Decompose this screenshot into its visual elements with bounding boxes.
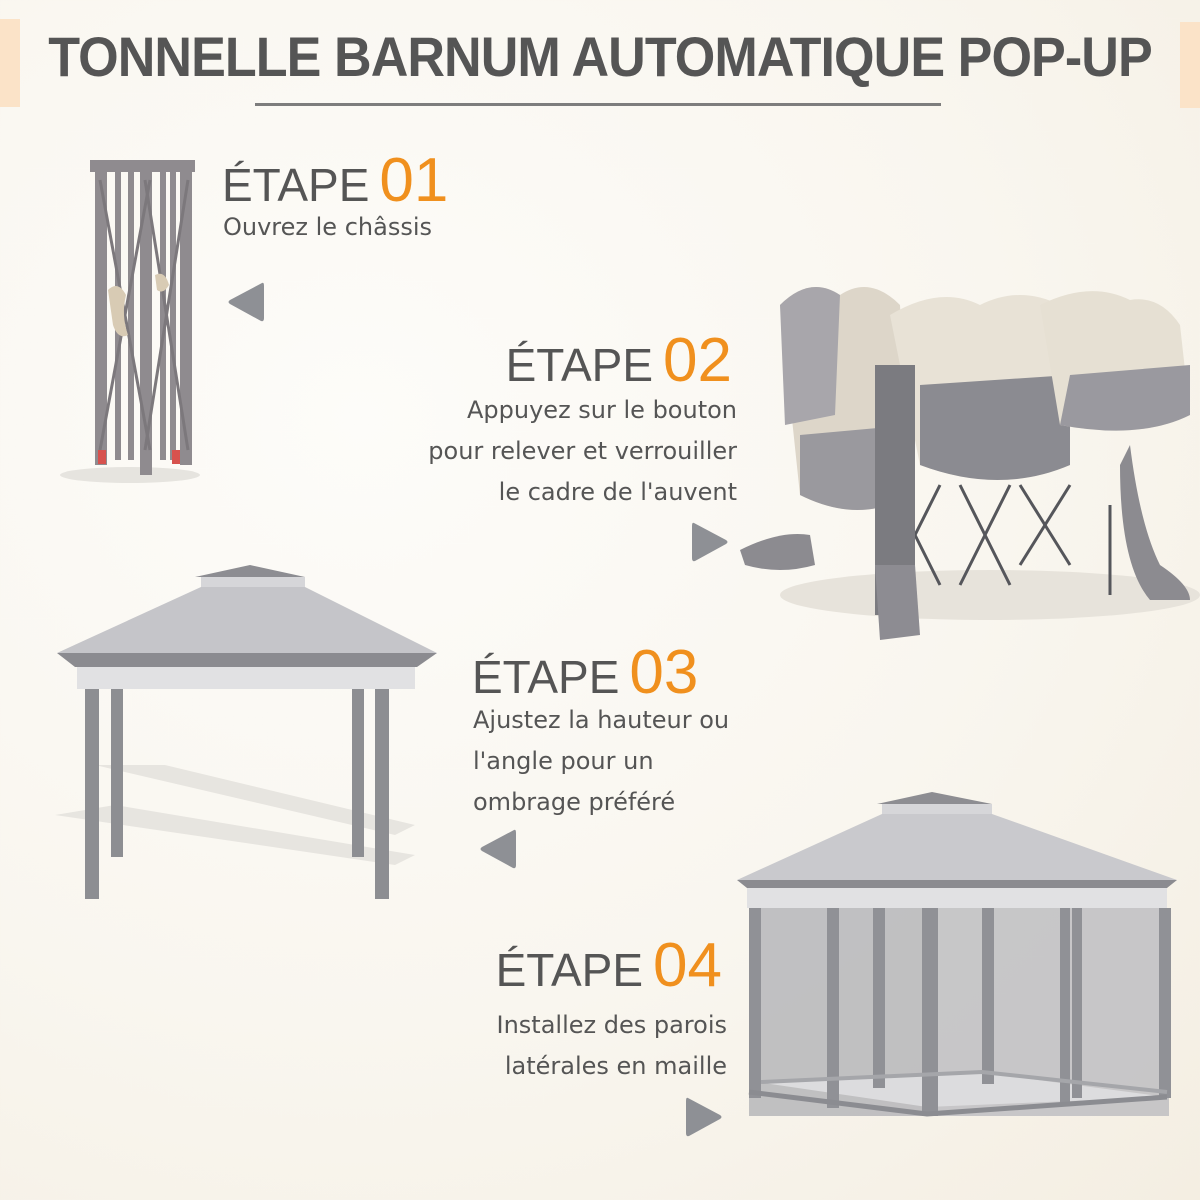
step-03-number: 03 [629,638,699,707]
open-gazebo-image [55,565,437,899]
step-04-line-1: Installez des parois [496,1011,727,1039]
step-02-word: ÉTAPE [505,339,654,391]
right-corner-accent [1180,22,1200,108]
page-title: TONNELLE BARNUM AUTOMATIQUE POP-UP [48,25,1152,88]
step-01-description: Ouvrez le châssis [223,207,432,248]
triangle-right-icon [684,1095,724,1139]
step-02-description: Appuyez sur le bouton pour relever et ve… [428,390,737,513]
step-02-line-1: Appuyez sur le bouton [467,396,737,424]
step-03-word: ÉTAPE [472,651,620,703]
step-01-word: ÉTAPE [222,159,370,211]
folded-frame-image [60,160,200,483]
step-03-line-2: l'angle pour un [473,747,654,775]
triangle-left-icon [478,827,518,871]
left-corner-accent [0,19,20,107]
step-04-word: ÉTAPE [495,944,644,996]
step-04-description: Installez des parois latérales en maille [496,1005,727,1087]
step-04-number: 04 [653,931,722,1000]
half-open-canopy-image [740,287,1200,640]
step-01-number: 01 [379,146,449,215]
triangle-right-icon [690,520,730,564]
title-divider [255,103,941,106]
mesh-wall-gazebo-image [737,792,1177,1117]
step-02-line-3: le cadre de l'auvent [498,478,737,506]
triangle-left-icon [226,280,266,324]
step-02-line-2: pour relever et verrouiller [428,437,737,465]
step-04-line-2: latérales en maille [504,1052,727,1080]
step-03-line-3: ombrage préféré [473,788,676,816]
step-03-description: Ajustez la hauteur ou l'angle pour un om… [473,700,729,823]
step-01-line-1: Ouvrez le châssis [223,213,432,241]
step-03-line-1: Ajustez la hauteur ou [473,706,730,734]
step-02-number: 02 [663,326,732,395]
